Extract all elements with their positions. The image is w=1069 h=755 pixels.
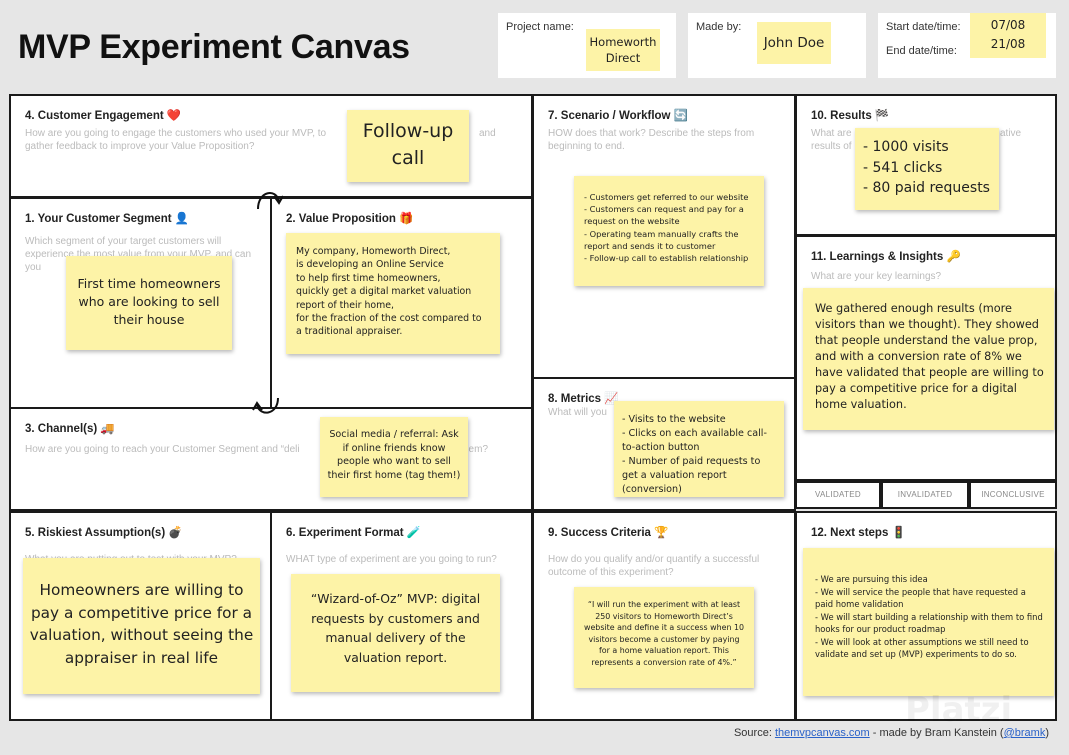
customer-engagement-question: How are you going to engage the customer…: [25, 128, 327, 152]
results-question-2: results of: [811, 141, 852, 152]
result-item: - 1000 visits: [863, 139, 949, 155]
scenario-step: - Customers can request and pay for a re…: [584, 204, 744, 227]
project-name-note: Homeworth Direct: [586, 29, 660, 71]
start-date-label: Start date/time:: [886, 21, 961, 33]
start-date-value: 07/08: [990, 18, 1026, 32]
experiment-format-question: WHAT type of experiment are you going to…: [286, 554, 497, 565]
value-line: quickly get a digital market valuation: [296, 286, 472, 298]
result-item: - 80 paid requests: [863, 180, 990, 196]
learnings-title: 11. Learnings & Insights 🔑: [811, 251, 961, 263]
project-name-label: Project name:: [506, 21, 574, 33]
scenario-question: HOW does that work? Describe the steps f…: [548, 128, 755, 152]
arrow-right-icon: [257, 192, 283, 210]
value-line: to help first time homeowners,: [296, 272, 441, 284]
scenario-step: - Customers get referred to our website: [584, 192, 749, 202]
next-steps-title: 12. Next steps 🚦: [811, 527, 906, 539]
success-criteria-title: 9. Success Criteria 🏆: [548, 527, 669, 539]
metric-item: - Visits to the website: [622, 414, 726, 425]
customer-segment-title: 1. Your Customer Segment 👤: [25, 213, 190, 225]
next-steps-note: - We are pursuing this idea - We will se…: [803, 548, 1054, 696]
made-by-note: John Doe: [757, 22, 831, 64]
results-question-tail: ative: [1000, 128, 1022, 139]
footer-close: ): [1045, 727, 1049, 739]
customer-engagement-title: 4. Customer Engagement ❤️: [25, 110, 182, 122]
value-line: for the fraction of the cost compared to: [296, 313, 482, 325]
results-note: - 1000 visits - 541 clicks - 80 paid req…: [855, 128, 999, 210]
learnings-note: We gathered enough results (more visitor…: [803, 288, 1054, 430]
scenario-title: 7. Scenario / Workflow 🔄: [548, 110, 688, 122]
customer-engagement-note: Follow-up call: [347, 110, 469, 182]
customer-segment-note: First time homeowners who are looking to…: [66, 256, 232, 350]
result-item: - 541 clicks: [863, 159, 943, 176]
platzi-watermark: Platzi: [905, 690, 1013, 730]
metric-item: - Clicks on each available call-to-actio…: [622, 428, 767, 453]
source-label: Source:: [733, 727, 775, 739]
end-date-value: 21/08: [990, 37, 1026, 51]
source-footer: Source: themvpcanvas.com - made by Bram …: [734, 727, 1049, 739]
metrics-title: 8. Metrics 📈: [548, 393, 619, 405]
customer-segment-question: Which segment of your target customers w…: [25, 236, 252, 273]
results-title: 10. Results 🏁: [811, 110, 890, 122]
riskiest-assumption-note: Homeowners are willing to pay a competit…: [23, 558, 260, 694]
next-step-item: - We will look at other assumptions we s…: [815, 636, 1029, 660]
dates-note: 07/08 21/08: [970, 13, 1046, 58]
scenario-note: - Customers get referred to our website …: [574, 176, 764, 286]
made-by-label: Made by:: [696, 21, 742, 33]
success-criteria-question: How do you qualify and/or quantify a suc…: [548, 554, 760, 578]
metric-item: - Number of paid requests to get a valua…: [622, 456, 761, 495]
author-handle-link[interactable]: @bramk: [1003, 727, 1046, 739]
value-proposition-title: 2. Value Proposition 🎁: [286, 213, 414, 225]
value-line: is developing an Online Service: [296, 259, 444, 271]
value-line: My company, Homeworth Direct,: [296, 246, 451, 257]
status-invalidated[interactable]: INVALIDATED: [881, 481, 969, 509]
success-criteria-note: “I will run the experiment with at least…: [574, 587, 754, 688]
channels-question-tail: hem?: [463, 444, 489, 455]
made-by-credit: - made by Bram Kanstein (: [869, 727, 1004, 739]
status-inconclusive[interactable]: INCONCLUSIVE: [969, 481, 1057, 509]
learnings-question: What are your key learnings?: [811, 271, 942, 282]
scenario-step: - Follow-up call to establish relationsh…: [584, 253, 749, 264]
next-step-item: - We will start building a relationship …: [815, 611, 1043, 635]
experiment-format-title: 6. Experiment Format 🧪: [286, 527, 422, 539]
channels-question: How are you going to reach your Customer…: [25, 444, 300, 455]
scenario-step: - Operating team manually crafts the rep…: [584, 228, 739, 251]
riskiest-assumption-title: 5. Riskiest Assumption(s) 💣: [25, 527, 183, 539]
results-question: What are: [811, 128, 852, 139]
metrics-question: What will you: [548, 407, 607, 418]
experiment-format-note: “Wizard-of-Oz” MVP: digital requests by …: [291, 574, 500, 692]
metrics-note: - Visits to the website - Clicks on each…: [614, 401, 784, 497]
channels-title: 3. Channel(s) 🚚: [25, 423, 115, 435]
next-step-item: - We will service the people that have r…: [815, 586, 1026, 610]
channels-note: Social media / referral: Ask if online f…: [320, 417, 468, 497]
customer-engagement-question-tail: and: [479, 128, 496, 139]
next-step-item: - We are pursuing this idea: [815, 574, 928, 584]
arrow-left-icon: [252, 397, 279, 414]
source-link[interactable]: themvpcanvas.com: [774, 727, 870, 739]
end-date-label: End date/time:: [886, 45, 957, 57]
page-title: MVP Experiment Canvas: [18, 28, 410, 66]
value-proposition-note: My company, Homeworth Direct, is develop…: [286, 233, 500, 354]
status-validated[interactable]: VALIDATED: [795, 481, 881, 509]
value-line: report of their home,: [296, 299, 395, 311]
value-line: a traditional appraiser.: [296, 326, 403, 338]
